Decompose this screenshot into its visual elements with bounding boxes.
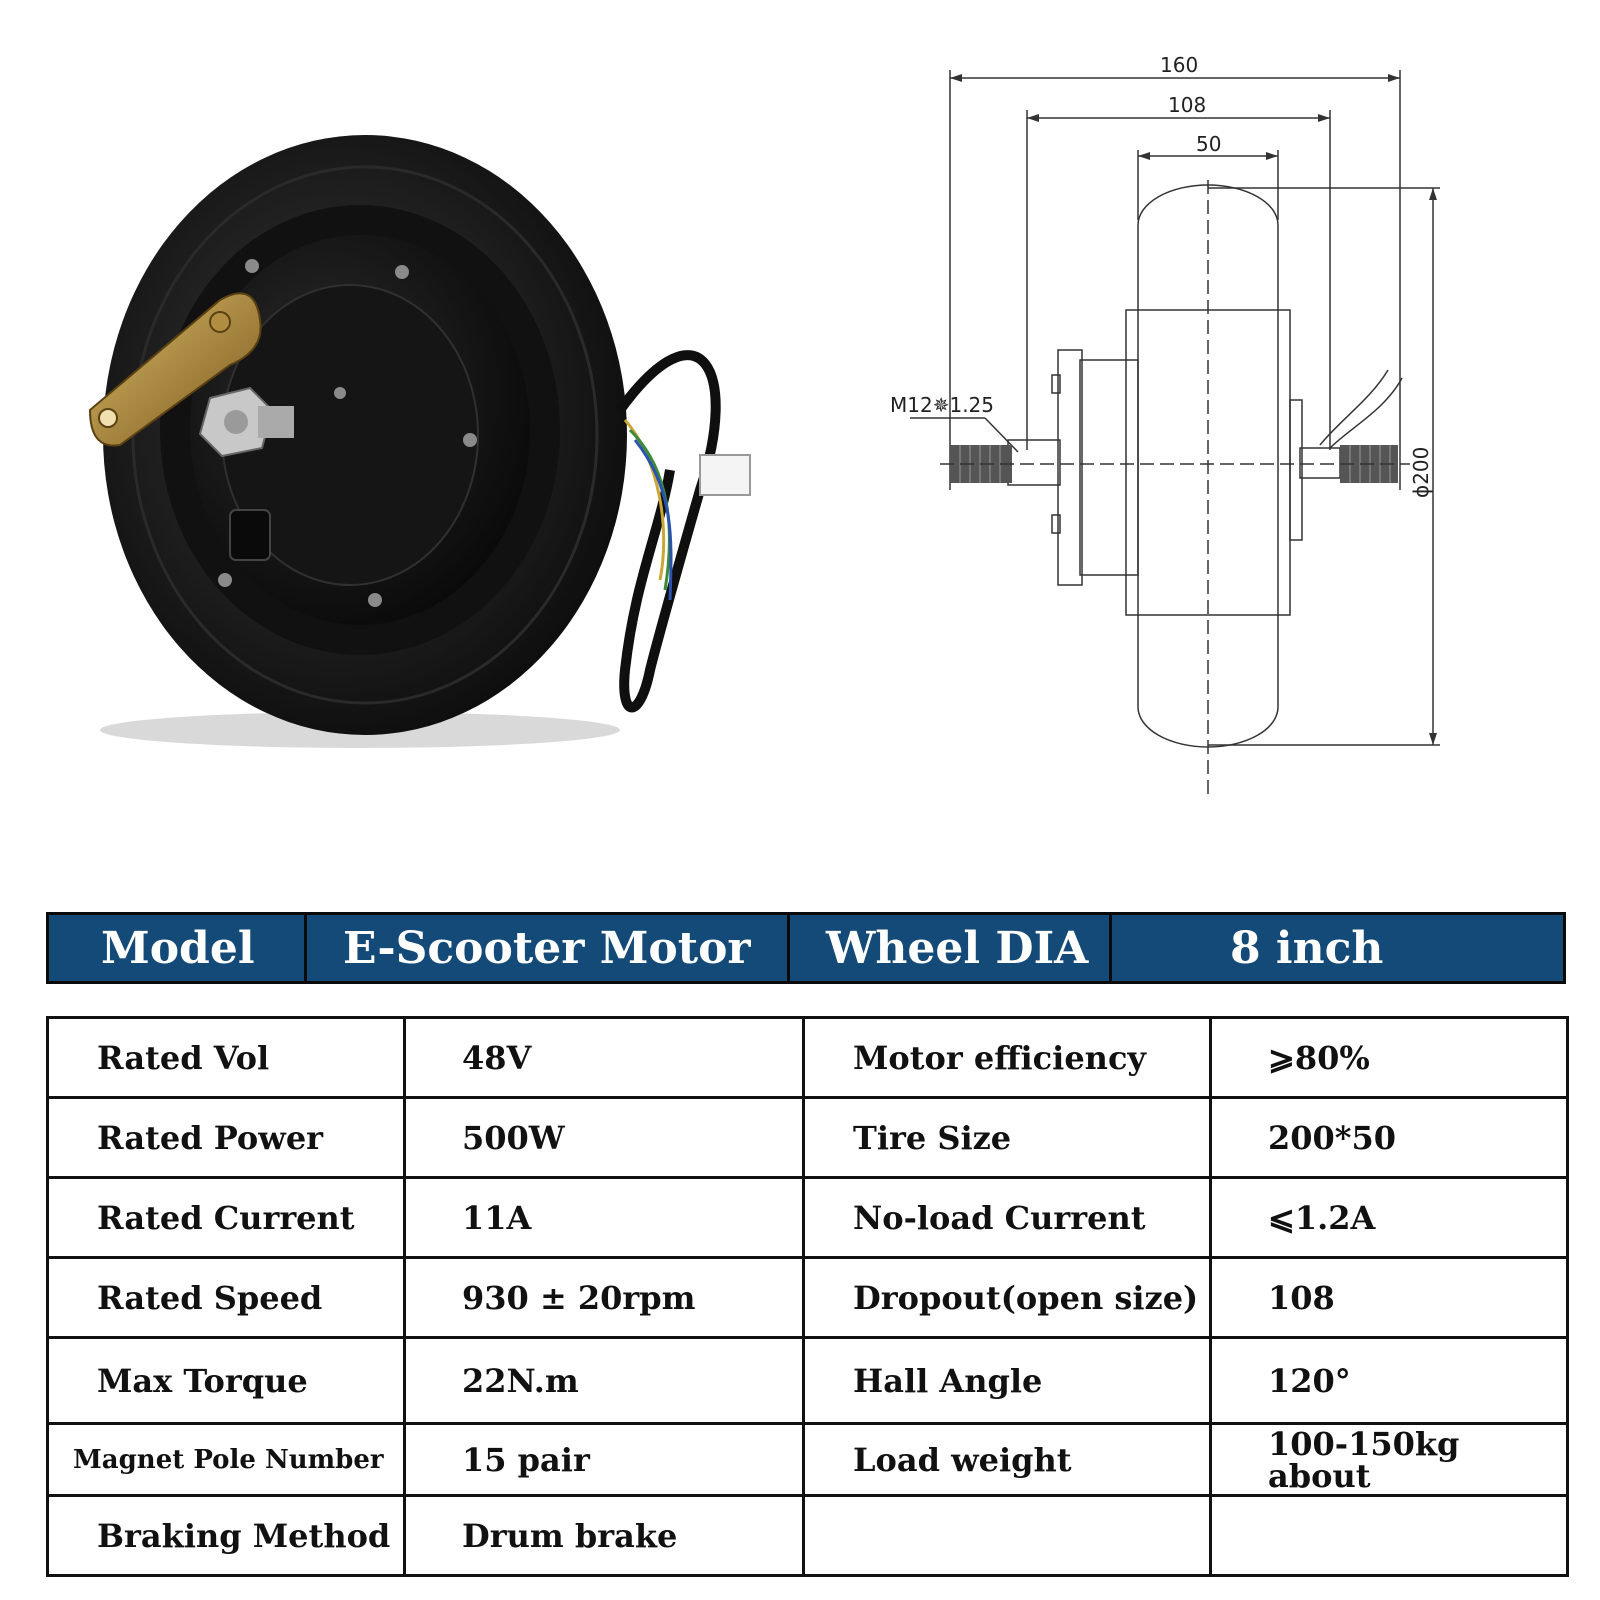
- spec-label: Rated Power: [46, 1096, 406, 1179]
- spec-label: Rated Vol: [46, 1016, 406, 1099]
- bolt: [368, 593, 382, 607]
- dim-160: 160: [1160, 53, 1198, 77]
- spec-value: 15 pair: [403, 1422, 805, 1497]
- spec-label: [802, 1494, 1212, 1577]
- spec-label: Motor efficiency: [802, 1016, 1212, 1099]
- table-row: Magnet Pole Number 15 pair Load weight 1…: [46, 1422, 1569, 1497]
- spec-value: 120°: [1209, 1336, 1569, 1425]
- spec-value: 200*50: [1209, 1096, 1569, 1179]
- spec-label: Hall Angle: [802, 1336, 1212, 1425]
- connector: [699, 454, 751, 496]
- table-row: Braking Method Drum brake: [46, 1494, 1569, 1577]
- spec-value: Drum brake: [403, 1494, 805, 1577]
- bolt: [218, 573, 232, 587]
- bolt: [245, 259, 259, 273]
- spec-value: 48V: [403, 1016, 805, 1099]
- spec-label: Dropout(open size): [802, 1256, 1212, 1339]
- spec-label: Braking Method: [46, 1494, 406, 1577]
- dimension-drawing: 160 108 50 M12✵1.25 ϕ200: [890, 53, 1440, 800]
- spec-label: Tire Size: [802, 1096, 1212, 1179]
- table-row: Rated Current 11A No-load Current ⩽1.2A: [46, 1176, 1569, 1259]
- bolt: [463, 433, 477, 447]
- thread-label: M12✵1.25: [890, 393, 994, 417]
- spec-value: 108: [1209, 1256, 1569, 1339]
- brake-cam: [229, 509, 271, 561]
- spec-label: Max Torque: [46, 1336, 406, 1425]
- diameter-label: ϕ200: [1409, 447, 1433, 498]
- spec-label: Load weight: [802, 1422, 1212, 1497]
- dim-108: 108: [1168, 93, 1206, 117]
- wheel-dia-value: 8 inch: [1230, 922, 1384, 974]
- table-row: Rated Vol 48V Motor efficiency ⩾80%: [46, 1016, 1569, 1099]
- hub-motor-photo: [88, 135, 751, 748]
- bolt: [395, 265, 409, 279]
- table-row: Rated Speed 930 ± 20rpm Dropout(open siz…: [46, 1256, 1569, 1339]
- spec-label: Rated Speed: [46, 1256, 406, 1339]
- wheel-dia-label: Wheel DIA: [790, 915, 1112, 981]
- spec-value: 11A: [403, 1176, 805, 1259]
- spec-header: Model E-Scooter Motor Wheel DIA 8 inch: [46, 912, 1566, 984]
- spec-value: 500W: [403, 1096, 805, 1179]
- spec-value: ⩾80%: [1209, 1016, 1569, 1099]
- spec-table: Rated Vol 48V Motor efficiency ⩾80% Rate…: [46, 1016, 1569, 1577]
- spec-value: 22N.m: [403, 1336, 805, 1425]
- spec-value: [1209, 1494, 1569, 1577]
- spec-value: 100-150kg about: [1209, 1422, 1569, 1497]
- cable: [615, 350, 721, 713]
- spec-value: 930 ± 20rpm: [403, 1256, 805, 1339]
- spec-label: Magnet Pole Number: [46, 1422, 406, 1497]
- spec-label: No-load Current: [802, 1176, 1212, 1259]
- bolt: [334, 387, 346, 399]
- model-label: Model: [49, 915, 307, 981]
- dim-50: 50: [1196, 132, 1221, 156]
- spec-label: Rated Current: [46, 1176, 406, 1259]
- table-row: Rated Power 500W Tire Size 200*50: [46, 1096, 1569, 1179]
- model-value: E-Scooter Motor: [307, 915, 790, 981]
- spec-value: ⩽1.2A: [1209, 1176, 1569, 1259]
- table-row: Max Torque 22N.m Hall Angle 120°: [46, 1336, 1569, 1425]
